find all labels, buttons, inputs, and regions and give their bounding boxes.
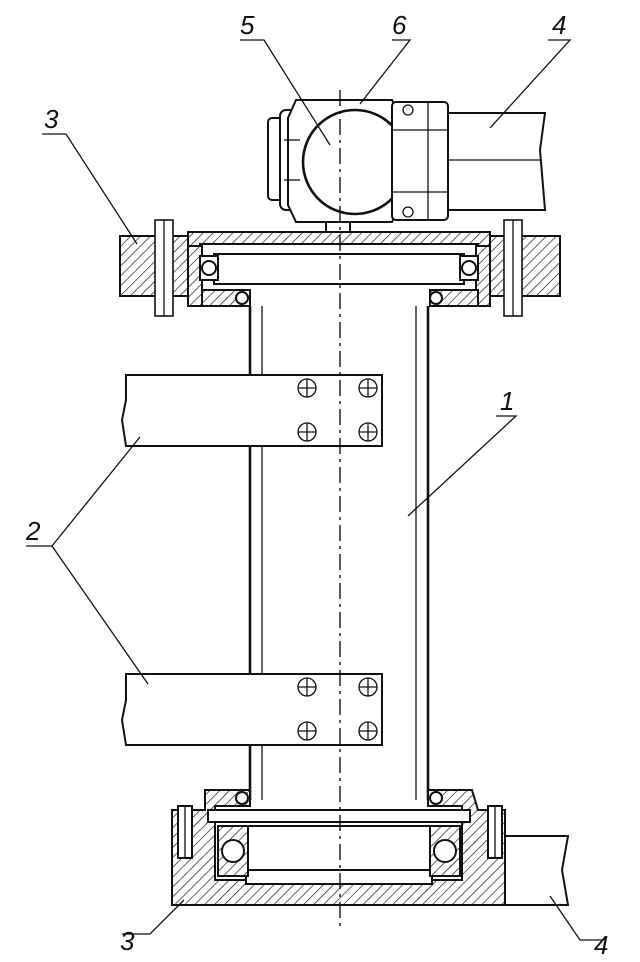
beam-bottom-right [505, 835, 570, 906]
label-part-2: 2 [25, 516, 41, 546]
label-part-3-top: 3 [44, 104, 59, 134]
label-part-1: 1 [500, 386, 514, 416]
gear-motor [267, 99, 449, 245]
label-part-6: 6 [392, 10, 407, 40]
label-part-3-bottom: 3 [120, 926, 135, 956]
arm-upper [120, 374, 383, 447]
arm-lower [120, 673, 383, 746]
beam-top-right [448, 112, 547, 211]
label-part-4-bottom: 4 [594, 930, 608, 960]
label-part-4-top: 4 [552, 10, 566, 40]
top-flange-assembly [119, 219, 561, 317]
bottom-base-assembly [171, 789, 506, 906]
leader-lines [26, 39, 602, 941]
label-part-5: 5 [240, 10, 255, 40]
